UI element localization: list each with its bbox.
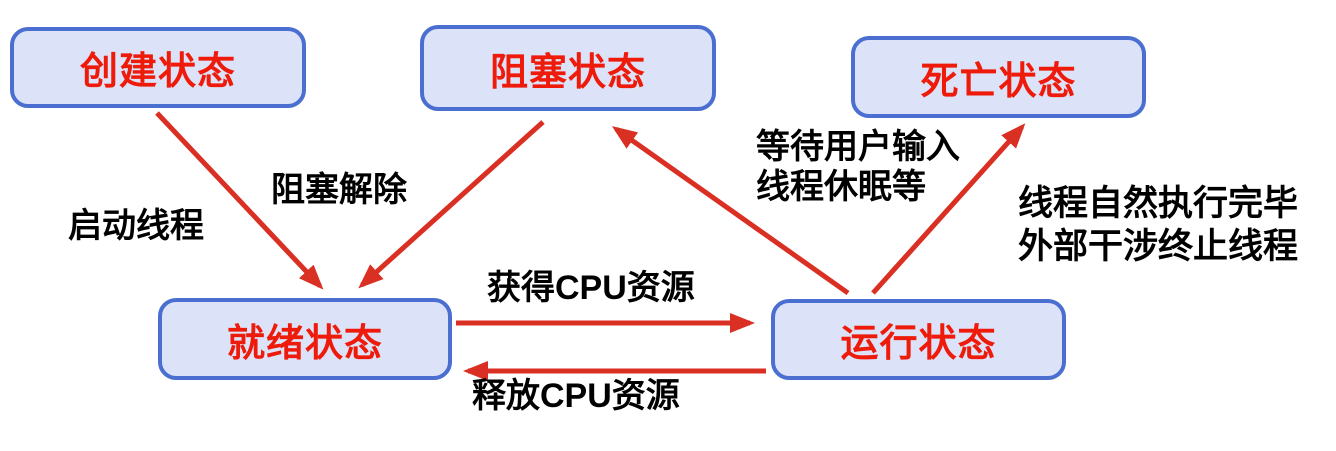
- edge-label-thread-finish-line1: 线程自然执行完毕: [1018, 184, 1299, 223]
- edge-label-get-cpu-line1: 获得CPU资源: [487, 269, 695, 307]
- node-running-state: 运行状态: [771, 299, 1066, 380]
- node-dead-state: 死亡状态: [851, 36, 1146, 118]
- edge-label-release-cpu: 释放CPU资源: [472, 376, 680, 416]
- node-ready-state-label: 就绪状态: [226, 322, 383, 365]
- edge-label-get-cpu: 获得CPU资源: [487, 268, 695, 308]
- node-created-state-label: 创建状态: [79, 51, 236, 93]
- edge-label-thread-finish-line2: 外部干涉终止线程: [1018, 227, 1299, 266]
- edge-label-wait-input-sleep: 等待用户输入 线程休眠等: [756, 127, 960, 207]
- edge-label-release-cpu-line1: 释放CPU资源: [472, 377, 680, 415]
- node-blocked-state-label: 阻塞状态: [489, 51, 646, 94]
- edge-label-start-thread: 启动线程: [68, 206, 204, 246]
- node-ready-state: 就绪状态: [158, 298, 452, 380]
- edge-label-unblock-line1: 阻塞解除: [271, 171, 407, 209]
- edge-label-thread-finish-terminate: 线程自然执行完毕 外部干涉终止线程: [1018, 182, 1298, 268]
- edge-label-start-thread-line1: 启动线程: [68, 207, 204, 245]
- edge-label-wait-input-line2: 线程休眠等: [756, 168, 926, 206]
- node-created-state: 创建状态: [10, 27, 306, 108]
- node-blocked-state: 阻塞状态: [420, 25, 716, 111]
- edge-label-unblock: 阻塞解除: [271, 170, 407, 210]
- edge-label-wait-input-line1: 等待用户输入: [756, 128, 960, 166]
- node-running-state-label: 运行状态: [840, 323, 997, 365]
- node-dead-state-label: 死亡状态: [920, 60, 1077, 103]
